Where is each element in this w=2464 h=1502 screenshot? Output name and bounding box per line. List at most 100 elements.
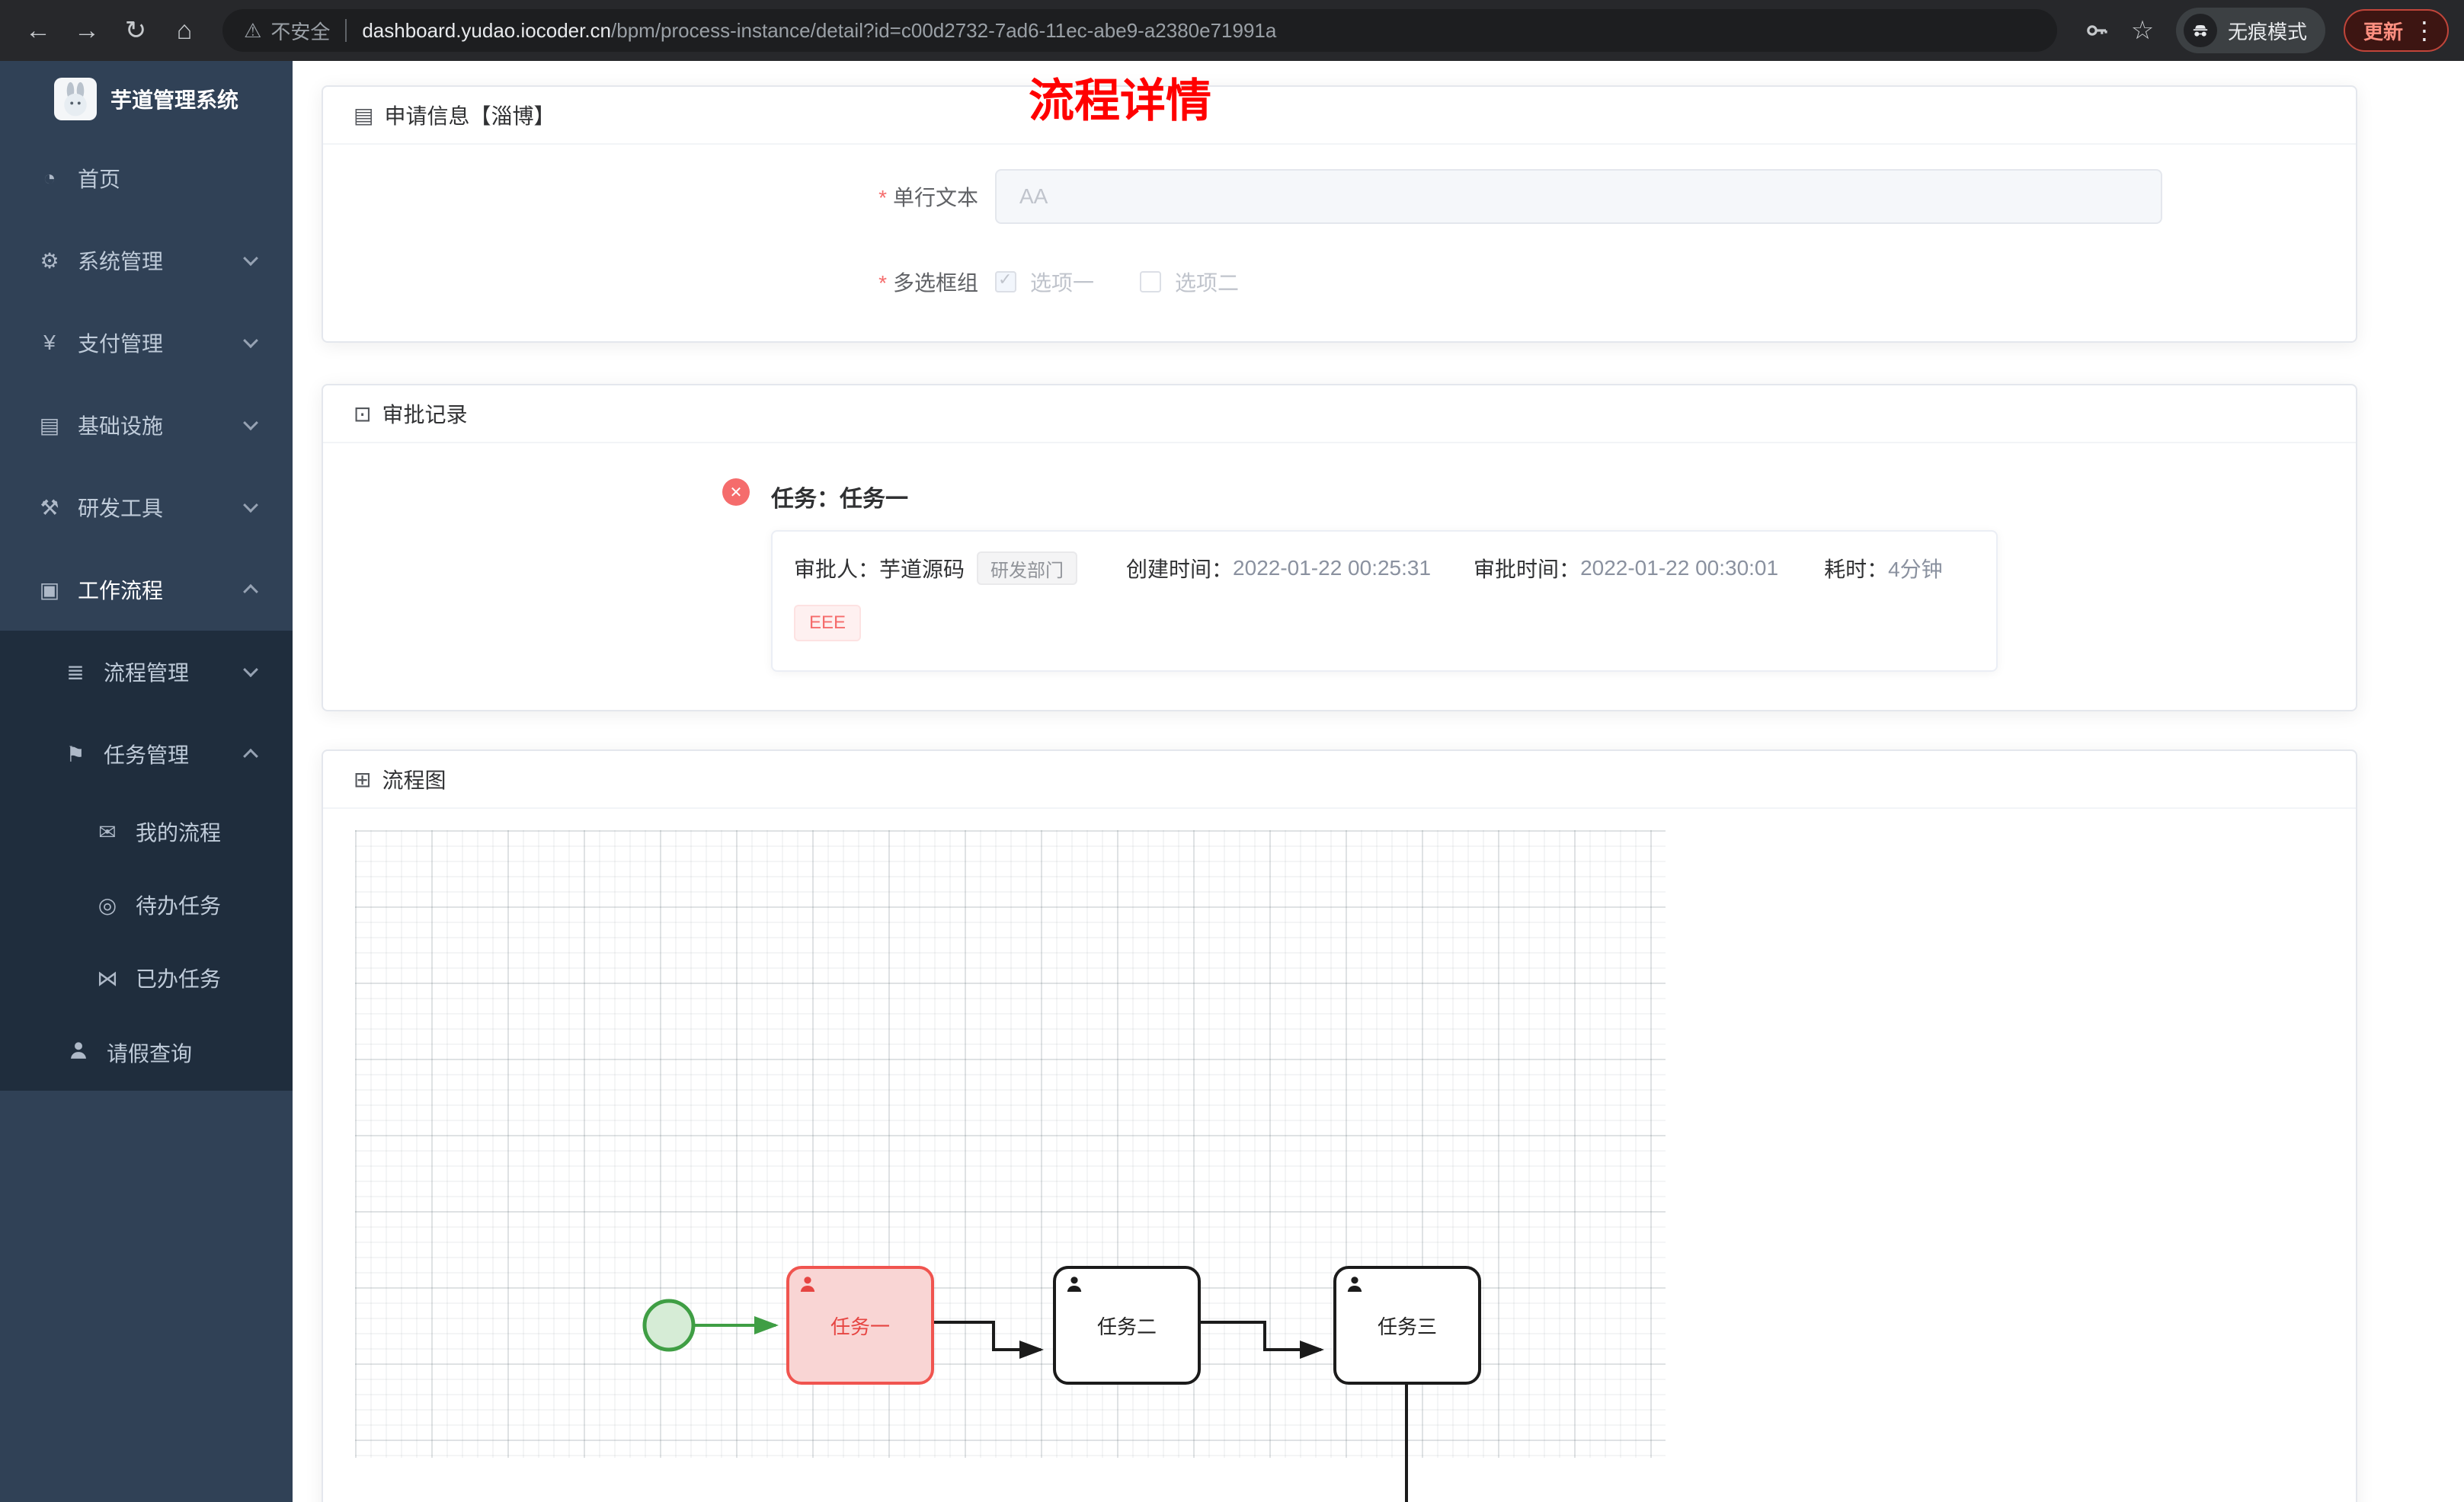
- process-list-icon: ≣: [66, 660, 85, 684]
- main-content: 流程详情 ▤ 申请信息【淄博】 *单行文本 AA *多选框: [293, 61, 2464, 1502]
- start-event[interactable]: [642, 1299, 696, 1352]
- flag-icon: ⚑: [66, 742, 85, 766]
- bookmark-star-icon[interactable]: ☆: [2130, 16, 2155, 45]
- incognito-label: 无痕模式: [2227, 20, 2307, 43]
- app-logo[interactable]: 芋道管理系统: [0, 61, 293, 137]
- flow-task1-to-task2: [934, 1321, 1044, 1359]
- logo-rabbit-image: [53, 78, 97, 120]
- sidebar-item-home[interactable]: ◔ 首页: [0, 137, 293, 219]
- approval-record-title: 审批记录: [382, 403, 468, 427]
- incognito-badge[interactable]: 无痕模式: [2175, 8, 2325, 53]
- url-domain: dashboard.yudao.iocoder.cn: [362, 18, 612, 42]
- input-value: AA: [1019, 184, 1048, 208]
- sidebar-item-label: 请假查询: [107, 1042, 193, 1066]
- app-title: 芋道管理系统: [110, 88, 238, 112]
- infrastructure-icon: ▤: [39, 413, 60, 437]
- tools-icon: ⚒: [40, 495, 59, 519]
- create-time-value: 2022-01-22 00:25:31: [1233, 556, 1432, 580]
- dept-tag: 研发部门: [977, 551, 1078, 585]
- sidebar-item-task-management[interactable]: ⚑ 任务管理: [0, 713, 293, 795]
- sidebar-item-my-process[interactable]: ✉ 我的流程: [0, 795, 293, 868]
- apply-info-card: ▤ 申请信息【淄博】 *单行文本 AA *多选框组: [322, 85, 2357, 343]
- incognito-icon: [2183, 14, 2217, 47]
- task-error-icon: [722, 478, 750, 506]
- sidebar-item-label: 支付管理: [78, 332, 164, 356]
- checkbox-option-1[interactable]: 选项一: [995, 267, 1094, 297]
- omnibox-separator: [345, 19, 347, 42]
- apply-info-title: 申请信息【淄博】: [384, 104, 555, 128]
- forward-button[interactable]: →: [74, 15, 100, 45]
- sidebar-item-todo-tasks[interactable]: ◎ 待办任务: [0, 868, 293, 941]
- process-diagram-header: ⊞ 流程图: [323, 751, 2356, 809]
- approval-detail-box: 审批人： 芋道源码 研发部门 创建时间： 2022-01-22 00:25:31…: [771, 530, 1998, 672]
- browser-toolbar: ← → ↻ ⌂ ⚠ 不安全 dashboard.yudao.iocoder.cn…: [0, 0, 2464, 61]
- required-asterisk: *: [878, 186, 887, 209]
- key-icon[interactable]: [2075, 9, 2118, 52]
- sidebar-item-leave-query[interactable]: 请假查询: [0, 1015, 293, 1091]
- page-title: 流程详情: [1029, 75, 1211, 126]
- chevron-up-icon: [243, 748, 258, 764]
- sidebar-item-process-management[interactable]: ≣ 流程管理: [0, 631, 293, 713]
- checkbox-label: 选项一: [1030, 271, 1095, 295]
- sidebar-item-label: 工作流程: [78, 579, 164, 602]
- sidebar-item-infrastructure[interactable]: ▤ 基础设施: [0, 384, 293, 466]
- sidebar-item-devtools[interactable]: ⚒ 研发工具: [0, 466, 293, 548]
- duration-label: 耗时：: [1824, 558, 1889, 581]
- task-label: 任务二: [1096, 1315, 1157, 1338]
- required-asterisk: *: [878, 271, 887, 295]
- yen-icon: ¥: [43, 331, 56, 354]
- sidebar: 芋道管理系统 ◔ 首页 ⚙ 系统管理 ¥ 支付管理 ▤ 基础设施: [0, 61, 293, 1502]
- task-label: 任务三: [1377, 1315, 1437, 1338]
- create-time-label: 创建时间：: [1126, 558, 1234, 581]
- sidebar-item-system[interactable]: ⚙ 系统管理: [0, 219, 293, 302]
- chevron-down-icon: [243, 333, 258, 349]
- update-button[interactable]: 更新 ⋮: [2343, 9, 2449, 52]
- chevron-down-icon: [243, 251, 258, 267]
- checkbox-checked-icon[interactable]: [995, 270, 1016, 292]
- address-bar[interactable]: ⚠ 不安全 dashboard.yudao.iocoder.cn /bpm/pr…: [222, 9, 2057, 52]
- field-label-text: *单行文本: [878, 186, 978, 209]
- eye-icon: ◎: [98, 893, 117, 917]
- approve-time-label: 审批时间：: [1474, 558, 1581, 581]
- sidebar-item-workflow[interactable]: ▣ 工作流程: [0, 548, 293, 631]
- sidebar-item-label: 已办任务: [136, 967, 222, 991]
- back-button[interactable]: ←: [25, 15, 51, 45]
- home-button[interactable]: ⌂: [176, 15, 193, 45]
- url-path: /bpm/process-instance/detail?id=c00d2732…: [611, 18, 1277, 42]
- bpmn-task-3[interactable]: 任务三: [1333, 1266, 1481, 1385]
- bpmn-connectors: [642, 1299, 1408, 1502]
- bpmn-canvas[interactable]: 任务一 任务二: [323, 809, 2356, 1502]
- document-icon: ▤: [354, 103, 374, 127]
- checkbox-group: 选项一 选项二: [995, 267, 1239, 297]
- sidebar-item-payment[interactable]: ¥ 支付管理: [0, 302, 293, 384]
- workflow-icon: ▣: [39, 577, 60, 602]
- approve-time-value: 2022-01-22 00:30:01: [1580, 556, 1779, 580]
- refresh-button[interactable]: ↻: [124, 16, 147, 45]
- chevron-up-icon: [243, 583, 258, 599]
- bpmn-task-1[interactable]: 任务一: [786, 1266, 934, 1385]
- user-icon: [66, 1040, 91, 1066]
- bpmn-task-2[interactable]: 任务二: [1053, 1266, 1201, 1385]
- sidebar-item-label: 任务管理: [104, 743, 190, 767]
- process-diagram-title: 流程图: [382, 769, 446, 792]
- security-label[interactable]: 不安全: [270, 20, 331, 43]
- approver-name: 芋道源码: [879, 558, 965, 581]
- record-icon: ⊡: [354, 401, 372, 426]
- diagram-icon: ⊞: [354, 767, 372, 791]
- user-task-icon: [798, 1275, 817, 1299]
- user-task-icon: [1346, 1275, 1364, 1299]
- sidebar-item-done-tasks[interactable]: ⋈ 已办任务: [0, 941, 293, 1015]
- approval-record-header: ⊡ 审批记录: [323, 385, 2356, 443]
- chevron-down-icon: [243, 662, 258, 678]
- checkbox-option-2[interactable]: 选项二: [1140, 267, 1239, 297]
- sidebar-item-label: 系统管理: [78, 250, 164, 273]
- task-label: 任务一: [830, 1315, 890, 1338]
- approval-reason-tag: EEE: [794, 605, 862, 641]
- browser-menu-icon[interactable]: ⋮: [2412, 17, 2437, 44]
- checkbox-unchecked-icon[interactable]: [1140, 271, 1162, 292]
- flow-task2-to-task3: [1201, 1321, 1324, 1359]
- single-line-text-input[interactable]: AA: [995, 169, 2162, 224]
- update-label: 更新: [2363, 20, 2403, 43]
- sidebar-item-label: 我的流程: [136, 821, 222, 845]
